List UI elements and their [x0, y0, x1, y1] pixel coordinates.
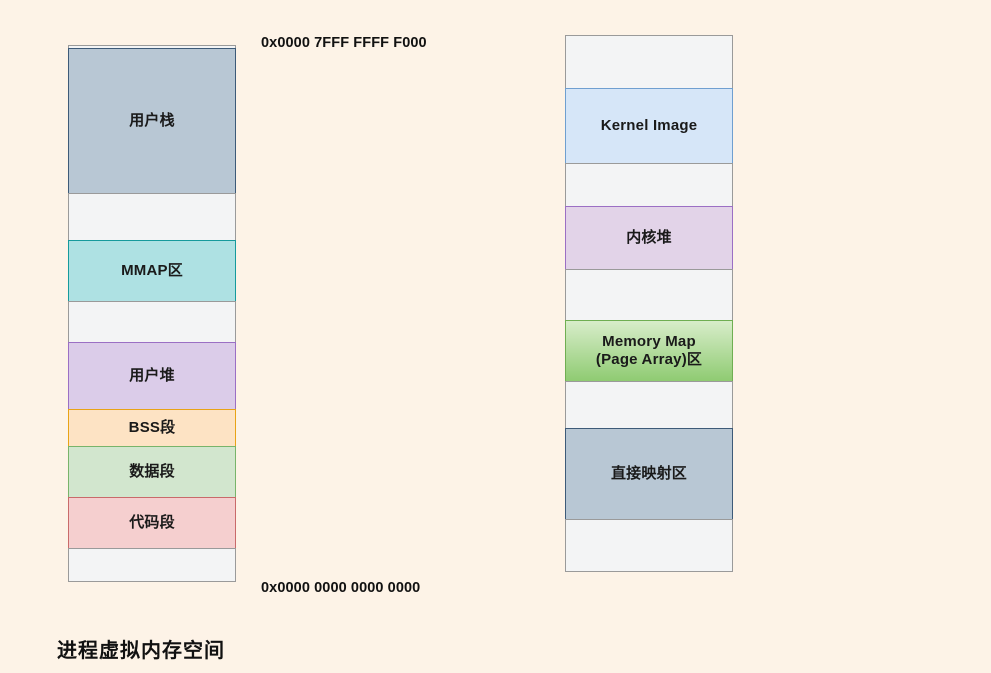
memory-map-page-array-label: Memory Map (Page Array)区: [595, 332, 703, 368]
process-block-stack: 用户栈 MMAP区用户堆 BSS段数据段代码段: [68, 45, 236, 582]
memory-map-page-array: Memory Map (Page Array)区: [565, 320, 733, 382]
kernel-image: Kernel Image: [565, 88, 733, 164]
gap-stack-mmap: [68, 193, 236, 241]
user-heap-label: 用户堆: [129, 366, 175, 384]
user-stack-label: 用户栈: [129, 111, 175, 129]
data-segment-label: 数据段: [129, 462, 175, 480]
direct-mapping-region: 直接映射区: [565, 428, 733, 520]
kernel-bottom-gap: [565, 519, 733, 572]
gap-image-kheap: [565, 163, 733, 207]
bss-segment-label: BSS段: [128, 418, 176, 436]
text-segment: 代码段: [68, 497, 236, 549]
gap-memmap-direct: [565, 381, 733, 429]
data-segment: 数据段: [68, 446, 236, 498]
process-bottom-gap: [68, 548, 236, 582]
addr-stack-top: 0x0000 7FFF FFFF F000: [261, 35, 427, 51]
mmap-region-label: MMAP区: [121, 261, 183, 279]
gap-kheap-memmap: [565, 269, 733, 321]
text-segment-label: 代码段: [129, 513, 175, 531]
kernel-image-label: Kernel Image: [600, 116, 698, 134]
user-heap: 用户堆: [68, 342, 236, 410]
process-memory-column: 用户栈 MMAP区用户堆 BSS段数据段代码段 0x0000 7FFF FFFF F…: [57, 35, 427, 662]
bss-segment: BSS段: [68, 409, 236, 447]
mmap-region: MMAP区: [68, 240, 236, 302]
addr-zero: 0x0000 0000 0000 0000: [261, 580, 421, 596]
kernel-block-stack: Kernel Image 内核堆 Memory Map (Page Array)区直…: [565, 35, 733, 572]
direct-mapping-region-label: 直接映射区: [610, 464, 687, 482]
gap-mmap-heap: [68, 301, 236, 343]
kernel-heap: 内核堆: [565, 206, 733, 270]
kernel-memory-column: Kernel Image 内核堆 Memory Map (Page Array)区直…: [495, 0, 991, 673]
user-stack: 用户栈: [68, 48, 236, 194]
kernel-heap-label: 内核堆: [626, 228, 672, 246]
kernel-top-gap: [565, 35, 733, 89]
process-space-caption: 进程虚拟内存空间: [57, 640, 225, 662]
